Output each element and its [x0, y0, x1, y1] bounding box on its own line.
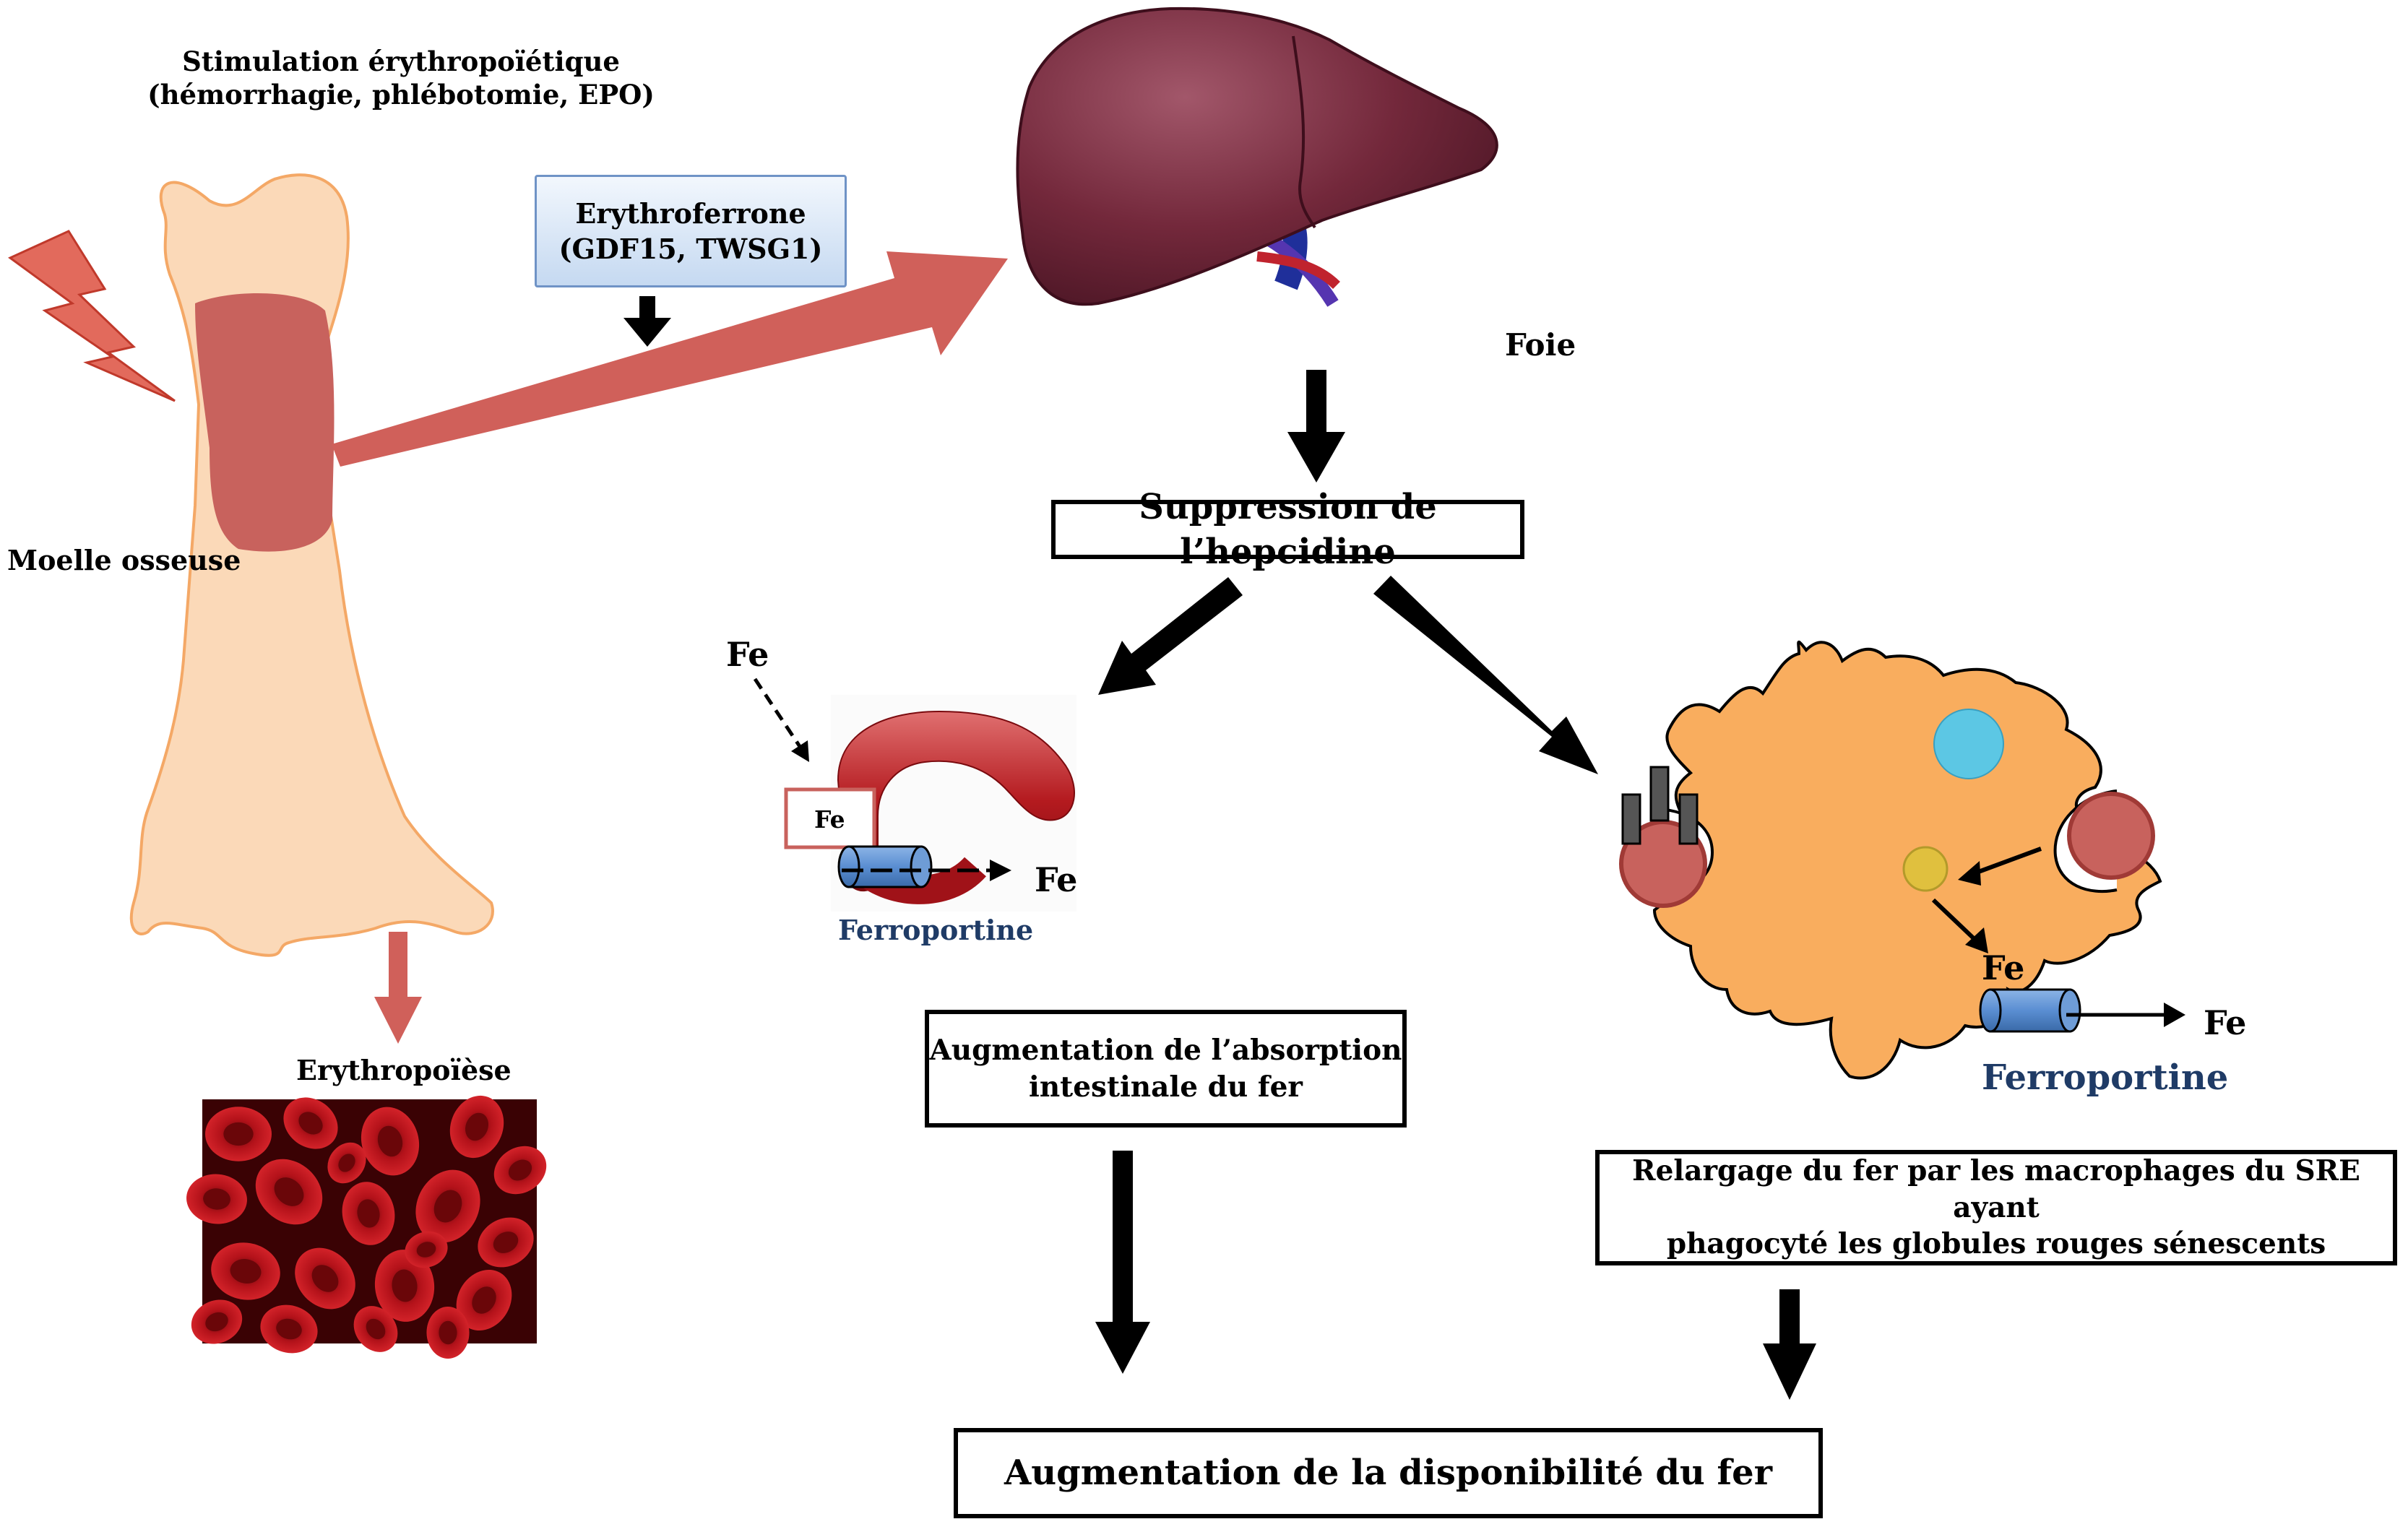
- relargage-line2: phagocyté les globules rouges sénescents: [1666, 1227, 2326, 1261]
- fe-box-enterocyte: [784, 787, 876, 849]
- arrow-bone-to-liver: [332, 251, 1008, 467]
- erythroferrone-line2: (GDF15, TWSG1): [558, 233, 823, 265]
- moelle-osseuse-label: Moelle osseuse: [7, 544, 241, 576]
- erythroferrone-line1: Erythroferrone: [575, 196, 806, 230]
- red-blood-cell: [295, 1247, 355, 1310]
- absorption-line1: Augmentation de l’absorption: [929, 1033, 1402, 1067]
- red-blood-cell: [211, 1242, 280, 1300]
- ferroportin-cylinder-intestine: [837, 845, 1011, 888]
- absorption-line2: intestinale du fer: [1029, 1070, 1303, 1104]
- erythropoiese-label: Erythropoïèse: [296, 1054, 512, 1086]
- red-blood-cell: [449, 1095, 504, 1159]
- fe-box-label: Fe: [814, 805, 845, 834]
- fe-inner-macrophage-label: Fe: [1982, 948, 2025, 987]
- red-blood-cell: [342, 1182, 395, 1245]
- red-blood-cell: [260, 1304, 318, 1354]
- stimulation-line1: Stimulation érythropoïétique: [182, 46, 620, 77]
- red-blood-cell: [405, 1231, 448, 1268]
- stimulation-line2: (hémorrhagie, phlébotomie, EPO): [147, 79, 655, 111]
- liver-illustration: [1016, 7, 1498, 307]
- foie-label: Foie: [1505, 327, 1576, 363]
- red-blood-cell: [353, 1306, 398, 1352]
- fe-out-macrophage-label: Fe: [2204, 1003, 2247, 1042]
- red-blood-cell: [255, 1159, 323, 1225]
- red-blood-cell: [456, 1269, 512, 1331]
- red-blood-cell: [283, 1097, 338, 1149]
- arrow-liver-to-suppression: [1287, 370, 1345, 482]
- red-blood-cell: [478, 1217, 534, 1268]
- red-blood-cell: [374, 1250, 435, 1322]
- fe-in-label: Fe: [726, 635, 769, 674]
- disponibilite-text: Augmentation de la disponibilité du fer: [1004, 1453, 1772, 1494]
- lightning-bolt-icon: [8, 230, 176, 402]
- red-blood-cell: [415, 1169, 480, 1243]
- arrow-suppression-to-macrophage: [1373, 576, 1598, 774]
- macrophage-illustration: [1619, 640, 2185, 1080]
- erythroferrone-box: Erythroferrone (GDF15, TWSG1): [535, 175, 847, 287]
- relargage-box: Relargage du fer par les macrophages du …: [1595, 1150, 2397, 1265]
- arrow-relargage-to-disponibilite: [1763, 1289, 1816, 1400]
- absorption-box: Augmentation de l’absorption intestinale…: [925, 1010, 1407, 1128]
- fe-uptake-dashed-arrow: [753, 678, 809, 762]
- fe-out-intestine-label: Fe: [1035, 860, 1078, 899]
- arrow-erythroferrone-down: [623, 296, 671, 347]
- relargage-line1: Relargage du fer par les macrophages du …: [1632, 1154, 2360, 1224]
- suppression-hepcidine-text: Suppression de l’hepcidine: [1139, 486, 1437, 572]
- red-blood-cell: [426, 1307, 470, 1359]
- arrow-suppression-to-intestine: [1098, 577, 1243, 695]
- arrow-to-erythropoiesis: [374, 932, 422, 1044]
- ferroportine-intestine-label: Ferroportine: [838, 914, 1034, 946]
- suppression-hepcidine-box: Suppression de l’hepcidine: [1051, 487, 1524, 572]
- red-blood-cell: [186, 1174, 247, 1224]
- red-blood-cell: [361, 1107, 420, 1176]
- red-blood-cell: [327, 1142, 366, 1184]
- bone-illustration: [129, 173, 494, 957]
- arrow-absorption-to-disponibilite: [1095, 1151, 1150, 1374]
- ferroportine-macrophage-label: Ferroportine: [1982, 1057, 2229, 1098]
- bone-marrow: [195, 293, 335, 552]
- red-blood-cell: [493, 1146, 547, 1195]
- red-blood-cell: [191, 1299, 243, 1344]
- stimulation-label: Stimulation érythropoïétique (hémorrhagi…: [58, 45, 744, 112]
- disponibilite-box: Augmentation de la disponibilité du fer: [954, 1428, 1823, 1518]
- red-blood-cell: [205, 1107, 272, 1161]
- red-blood-cells-image: [186, 1095, 547, 1359]
